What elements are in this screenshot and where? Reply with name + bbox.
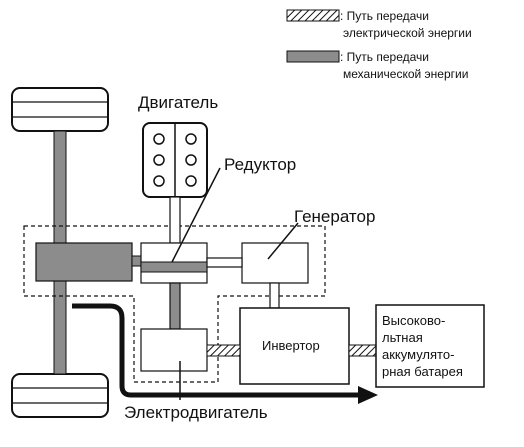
reducer-pointer bbox=[171, 167, 221, 263]
legend-mechanical-label-2: механической энергии bbox=[343, 67, 468, 81]
engine-block bbox=[142, 122, 208, 198]
legend-mechanical-label-1: : Путь передачи bbox=[340, 50, 429, 64]
reducer-gear bbox=[140, 261, 208, 273]
differential bbox=[35, 242, 133, 282]
legend-mechanical-swatch bbox=[286, 50, 340, 63]
battery-block bbox=[375, 304, 485, 388]
generator-inverter-link bbox=[269, 282, 280, 309]
generator-pointer bbox=[267, 222, 299, 260]
motor-label: Электродвигатель bbox=[124, 403, 268, 422]
motor-shaft bbox=[169, 282, 181, 330]
generator-block bbox=[241, 242, 309, 284]
reducer-generator-shaft bbox=[206, 257, 243, 268]
legend: : Путь передачи электрической энергии : … bbox=[286, 9, 472, 81]
power-flow-arrow bbox=[72, 303, 360, 398]
motor-inverter-link bbox=[206, 344, 241, 357]
power-split-enclosure bbox=[23, 225, 326, 383]
rear-wheel bbox=[11, 373, 109, 418]
motor-block bbox=[140, 328, 208, 372]
battery-label-2: льтная bbox=[382, 330, 423, 345]
reducer-label: Редуктор bbox=[224, 155, 296, 174]
legend-electric-swatch bbox=[286, 9, 340, 22]
legend-electric-label-2: электрической энергии bbox=[343, 26, 472, 40]
engine-shaft bbox=[169, 196, 181, 244]
battery-label-4: рная батарея bbox=[382, 364, 463, 379]
battery-label-1: Высоково- bbox=[382, 313, 445, 328]
engine-label: Двигатель bbox=[138, 93, 218, 112]
inverter-battery-link bbox=[348, 344, 377, 357]
power-flow-arrowhead bbox=[358, 386, 378, 404]
generator-label: Генератор bbox=[294, 207, 375, 226]
battery-label-3: аккумулято- bbox=[382, 347, 454, 362]
inverter-label: Инвертор bbox=[262, 338, 320, 353]
legend-electric-label-1: : Путь передачи bbox=[340, 9, 429, 23]
front-wheel bbox=[11, 87, 109, 132]
